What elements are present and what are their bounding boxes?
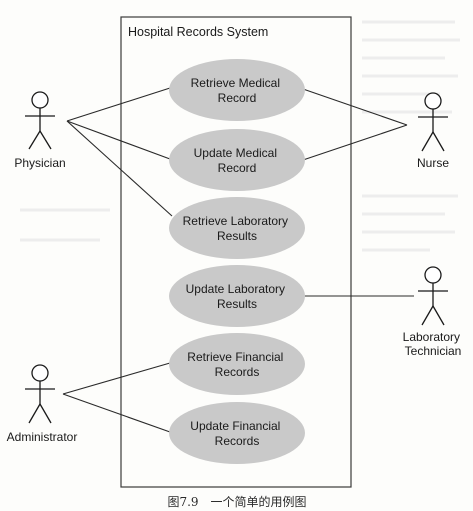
actor-label: Nurse <box>417 156 449 170</box>
svg-text:Retrieve Laboratory Re: Retrieve Laboratory Results <box>183 214 292 243</box>
actor-label-line: Laboratory <box>403 330 460 344</box>
use-case-update-financial: Update Financial Records <box>169 402 305 464</box>
assoc-admin-update-financial <box>62 393 171 433</box>
use-case-label-line: Update Financial <box>190 419 280 433</box>
actor-label: Administrator <box>7 430 78 444</box>
use-case-label-line: Results <box>217 229 257 243</box>
use-case-ellipse <box>169 265 305 327</box>
use-case-label-line: Retrieve Medical <box>191 76 280 90</box>
use-case-ellipse <box>169 129 305 191</box>
use-case-label-line: Results <box>217 297 257 311</box>
use-case-label-line: Update Medical <box>194 146 277 160</box>
stick-figure-icon <box>25 91 55 150</box>
stick-figure-icon <box>418 266 448 326</box>
use-case-label-line: Records <box>215 434 260 448</box>
svg-text:Update Financial Recor: Update Financial Records <box>190 419 283 448</box>
use-case-ellipse <box>169 402 305 464</box>
svg-text:Laboratory Technician: Laboratory Technician <box>403 330 464 358</box>
use-case-ellipse <box>169 59 305 121</box>
svg-text:Update Medical Record: Update Medical Record <box>194 146 281 175</box>
actor-laboratory-technician: Laboratory Technician <box>403 266 464 358</box>
use-case-label-line: Retrieve Financial <box>187 350 283 364</box>
actor-label: Physician <box>14 156 65 170</box>
use-case-ellipse <box>169 197 305 259</box>
actor-label-line: Technician <box>405 344 462 358</box>
use-case-label-line: Retrieve Laboratory <box>183 214 288 228</box>
svg-text:Retrieve Financial Rec: Retrieve Financial Records <box>187 350 286 379</box>
use-case-label-line: Record <box>218 91 257 105</box>
page-texture <box>20 20 460 252</box>
actor-administrator: Administrator <box>7 364 78 444</box>
assoc-admin-retrieve-financial <box>62 362 171 395</box>
associations <box>62 87 414 433</box>
assoc-nurse-retrieve-medical <box>302 88 408 126</box>
assoc-physician-retrieve-lab <box>66 120 173 217</box>
system-boundary: Hospital Records System <box>120 16 352 488</box>
assoc-physician-retrieve-medical <box>66 87 171 122</box>
stick-figure-icon <box>418 92 448 152</box>
use-case-label-line: Records <box>215 365 260 379</box>
system-title: Hospital Records System <box>128 25 268 39</box>
stick-figure-icon <box>25 364 55 424</box>
svg-text:Update Laboratory Resu: Update Laboratory Results <box>186 282 289 311</box>
assoc-physician-update-medical <box>66 120 171 160</box>
actor-nurse: Nurse <box>417 92 449 170</box>
use-case-label-line: Update Laboratory <box>186 282 285 296</box>
use-case-retrieve-lab: Retrieve Laboratory Results <box>169 197 305 259</box>
use-case-retrieve-medical: Retrieve Medical Record <box>169 59 305 121</box>
actor-physician: Physician <box>14 91 66 170</box>
figure-caption: 图7.9 一个简单的用例图 <box>167 494 306 509</box>
system-boundary-box <box>120 16 352 488</box>
assoc-nurse-update-medical <box>302 124 408 161</box>
use-case-update-lab: Update Laboratory Results <box>169 265 305 327</box>
use-case-ellipse <box>169 333 305 395</box>
svg-text:Retrieve Medical Recor: Retrieve Medical Record <box>191 76 284 105</box>
use-case-retrieve-financial: Retrieve Financial Records <box>169 333 305 395</box>
use-case-update-medical: Update Medical Record <box>169 129 305 191</box>
use-case-label-line: Record <box>218 161 257 175</box>
